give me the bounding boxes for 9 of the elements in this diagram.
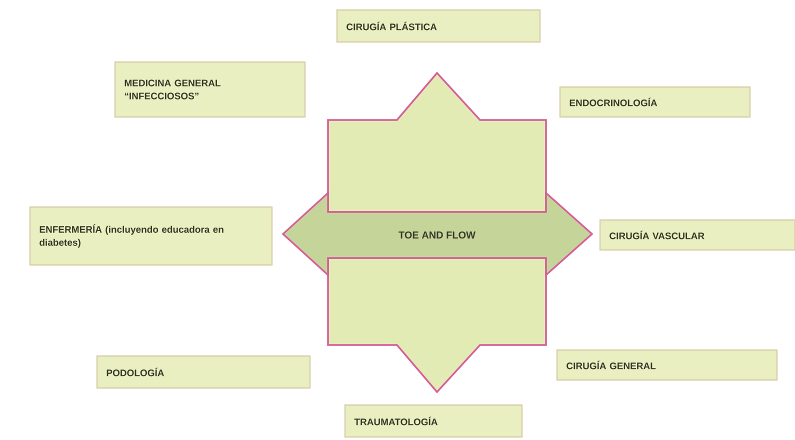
specialty-box: MEDICINA GENERAL “INFECCIOSOS” [114, 61, 306, 118]
node-label: TOE AND FLOW [398, 231, 476, 239]
specialty-box: CIRUGÍA PLÁSTICA [336, 9, 541, 43]
specialty-box: ENDOCRINOLOGÍA [559, 86, 751, 118]
specialty-box: ENFERMERÍA (incluyendo educadora en diabetes) [29, 206, 273, 266]
specialty-box: TRAUMATOLOGÍA [344, 404, 523, 438]
specialty-box: PODOLOGÍA [96, 355, 311, 389]
specialty-box: CIRUGÍA GENERAL [556, 349, 778, 381]
specialty-box: CIRUGÍA VASCULAR [599, 219, 795, 251]
